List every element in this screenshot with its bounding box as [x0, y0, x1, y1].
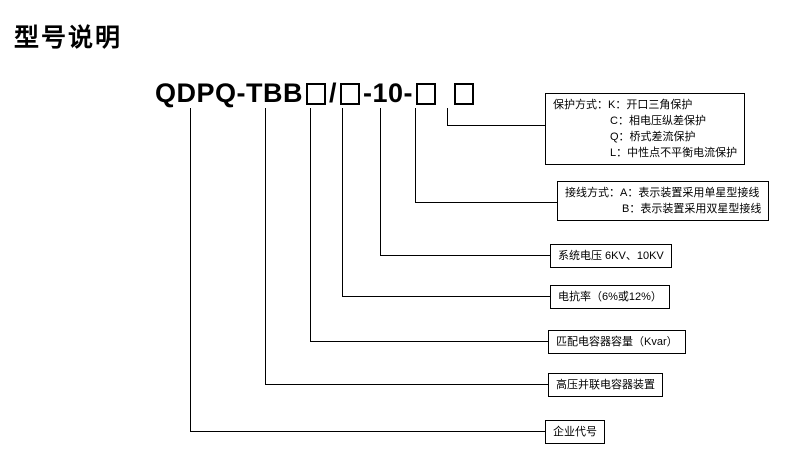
protection-line-2: C：相电压纵差保护	[610, 115, 706, 127]
model-placeholder-box-wiring	[416, 82, 437, 105]
model-mid-segment: -10-	[363, 78, 414, 108]
connector-protection-vertical	[447, 108, 448, 125]
model-code: QDPQ-TBB / -10-	[155, 78, 477, 109]
connector-reactance-horizontal	[342, 296, 550, 297]
company-code-box: 企业代号	[545, 420, 605, 444]
wiring-line-2: B：表示装置采用双星型接线	[622, 203, 762, 215]
connector-voltage-vertical	[380, 108, 381, 255]
connector-wiring-horizontal	[415, 202, 557, 203]
model-placeholder-box-reactance	[340, 82, 361, 105]
protection-method-box: 保护方式：K：开口三角保护 C：相电压纵差保护 Q：桥式差流保护 L：中性点不平…	[545, 93, 746, 165]
page-title: 型号说明	[14, 25, 123, 52]
wiring-method-box: 接线方式：A：表示装置采用单星型接线 B：表示装置采用双星型接线	[557, 181, 770, 221]
model-placeholder-box-protection	[454, 82, 475, 105]
connector-company-vertical	[190, 108, 191, 431]
protection-line-4: L：中性点不平衡电流保护	[610, 147, 738, 159]
connector-device-horizontal	[265, 384, 548, 385]
device-type-box: 高压并联电容器装置	[548, 373, 663, 397]
capacitor-capacity-box: 匹配电容器容量（Kvar）	[548, 330, 686, 354]
connector-voltage-horizontal	[380, 255, 550, 256]
connector-wiring-vertical	[415, 108, 416, 202]
connector-reactance-vertical	[342, 108, 343, 296]
connector-company-horizontal	[190, 431, 545, 432]
protection-line-1: 保护方式：K：开口三角保护	[553, 99, 693, 111]
wiring-line-1: 接线方式：A：表示装置采用单星型接线	[565, 187, 760, 199]
system-voltage-box: 系统电压 6KV、10KV	[550, 244, 672, 268]
connector-protection-horizontal	[447, 125, 545, 126]
protection-line-3: Q：桥式差流保护	[610, 131, 696, 143]
connector-capacity-vertical	[310, 108, 311, 341]
connector-capacity-horizontal	[310, 341, 548, 342]
model-placeholder-box-capacity	[306, 82, 326, 105]
model-prefix: QDPQ-TBB	[155, 78, 303, 108]
model-slash: /	[329, 78, 338, 108]
reactance-rate-box: 电抗率（6%或12%）	[550, 285, 670, 309]
connector-device-vertical	[265, 108, 266, 384]
